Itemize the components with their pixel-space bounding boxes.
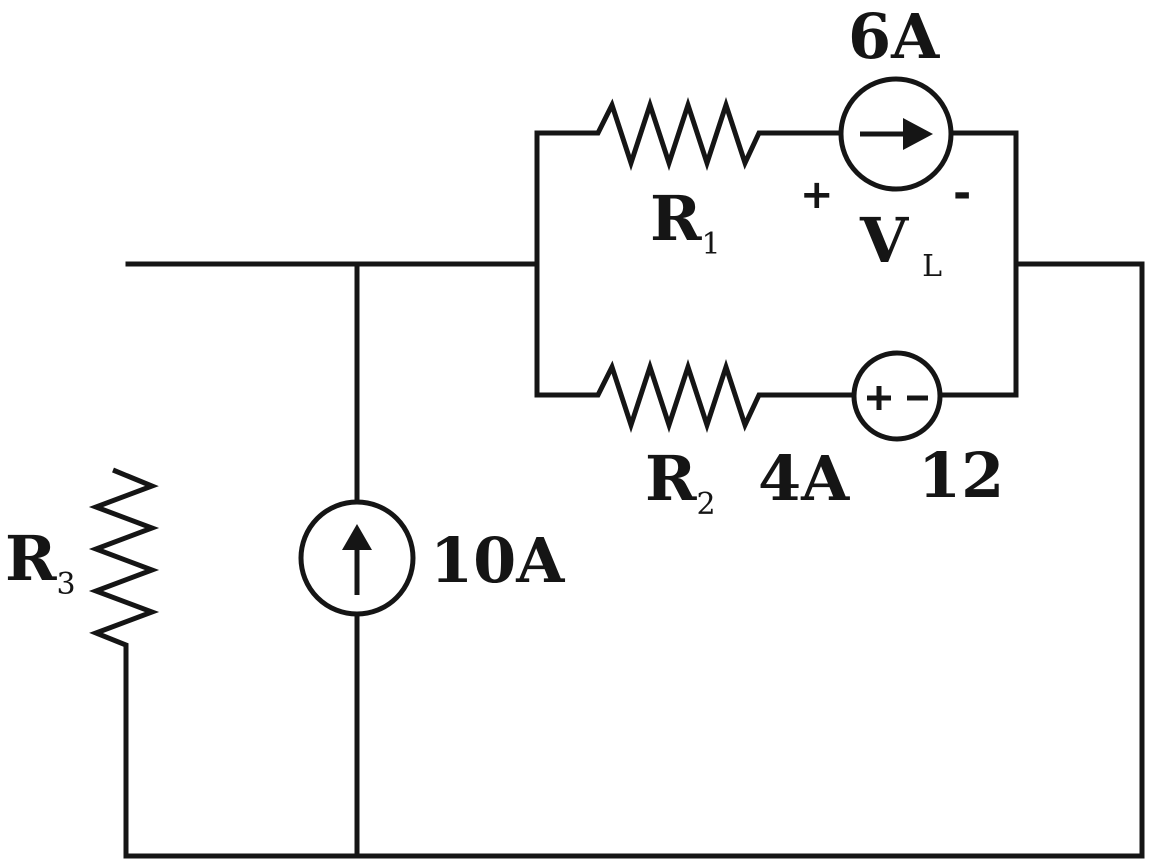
label-vl-subscript: L: [922, 249, 942, 284]
label-r1: R1: [650, 182, 721, 262]
label-r3: R3: [5, 522, 76, 602]
label-vl-plus: +: [800, 172, 834, 218]
label-r2: R2: [645, 442, 716, 522]
wire-right-outer: [123, 261, 1145, 859]
label-4a: 4A: [758, 442, 850, 515]
label-r3-subscript: 3: [57, 567, 76, 602]
label-r2-subscript: 2: [697, 487, 716, 522]
label-r2-name: R: [645, 442, 697, 515]
current-source-6a: [838, 76, 954, 192]
label-10a: 10A: [430, 524, 565, 597]
label-6a: 6A: [848, 0, 940, 73]
label-vl-minus: -: [953, 168, 971, 219]
voltage-source-12: [851, 350, 943, 442]
label-r3-name: R: [5, 522, 57, 595]
resistor-r2: [588, 358, 766, 434]
arrow-right-icon: [903, 118, 933, 150]
label-r1-subscript: 1: [702, 227, 721, 262]
resistor-r1: [588, 96, 766, 172]
label-12: 12: [918, 439, 1004, 512]
wires: [123, 130, 1145, 859]
label-r1-name: R: [650, 182, 702, 255]
current-source-10a: [298, 499, 416, 617]
resistor-r3: [88, 467, 160, 650]
label-vl-name: V: [859, 204, 909, 277]
arrow-up-icon: [342, 524, 372, 550]
